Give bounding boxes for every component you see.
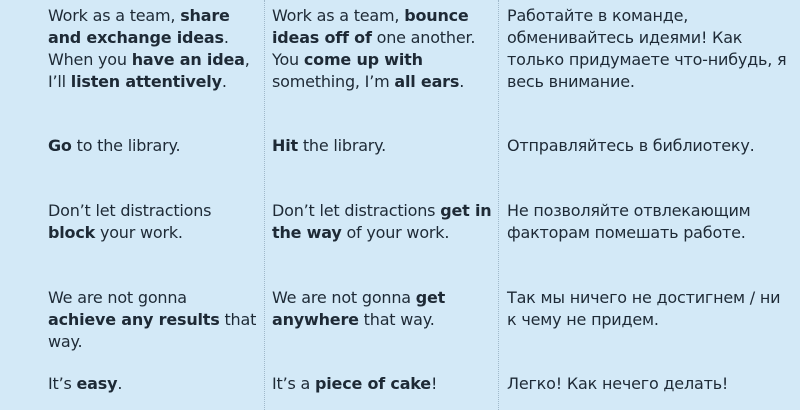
phrase-text: to the library. — [71, 136, 181, 155]
phrase-text: We are not gonna — [272, 288, 416, 307]
phrase-text: that way. — [48, 310, 257, 351]
cell-en-idiom: Hit the library. — [272, 135, 494, 157]
cell-en-idiom: We are not gonna get anywhere that way. — [272, 287, 494, 331]
highlighted-phrase: Hit — [272, 136, 298, 155]
phrase-text: Легко! Как нечего делать! — [507, 374, 729, 393]
cell-en-neutral: It’s easy. — [48, 373, 258, 395]
phrase-text: , I’ll — [48, 50, 250, 91]
phrase-text: ! — [430, 374, 438, 393]
phrase-text: . — [221, 72, 227, 91]
phrase-text: . When you — [48, 28, 229, 69]
phrase-text: Don’t let distractions — [48, 201, 212, 220]
phrase-text: It’s a — [272, 374, 315, 393]
cell-ru: Работайте в команде, обменивайтесь идеям… — [507, 5, 792, 93]
cell-en-neutral: Work as a team, share and exchange ideas… — [48, 5, 258, 93]
column-divider — [498, 0, 499, 410]
phrase-text: of your work. — [341, 223, 450, 242]
highlighted-phrase: all ears — [394, 72, 460, 91]
phrase-text: Work as a team, — [272, 6, 405, 25]
phrase-text: Не позволяйте отвлекающим факторам помеш… — [507, 201, 751, 242]
phrase-text: one another. You — [272, 28, 476, 69]
highlighted-phrase: share and exchange ideas — [48, 6, 230, 47]
cell-en-idiom: It’s a piece of cake! — [272, 373, 494, 395]
phrase-text: . — [459, 72, 465, 91]
highlighted-phrase: block — [48, 223, 96, 242]
highlighted-phrase: Go — [48, 136, 72, 155]
highlighted-phrase: listen attentively — [70, 72, 222, 91]
highlighted-phrase: easy — [76, 374, 118, 393]
cell-en-neutral: Go to the library. — [48, 135, 258, 157]
highlighted-phrase: get anywhere — [272, 288, 446, 329]
phrase-text: . — [117, 374, 123, 393]
cell-ru: Отправляйтесь в библиотеку. — [507, 135, 792, 157]
cell-ru: Легко! Как нечего делать! — [507, 373, 792, 395]
phrase-text: something, I’m — [272, 72, 395, 91]
phrase-text: your work. — [95, 223, 183, 242]
highlighted-phrase: come up with — [303, 50, 423, 69]
cell-ru: Так мы ничего не достигнем / ни к чему н… — [507, 287, 792, 331]
column-divider — [264, 0, 265, 410]
highlighted-phrase: have an idea — [131, 50, 245, 69]
cell-en-idiom: Work as a team, bounce ideas off of one … — [272, 5, 494, 93]
cell-en-neutral: We are not gonna achieve any results tha… — [48, 287, 258, 353]
phrase-text: Work as a team, — [48, 6, 181, 25]
phrase-text: the library. — [297, 136, 387, 155]
highlighted-phrase: achieve any results — [48, 310, 220, 329]
phrase-text: Так мы ничего не достигнем / ни к чему н… — [507, 288, 781, 329]
highlighted-phrase: piece of cake — [315, 374, 431, 393]
cell-en-neutral: Don’t let distractions block your work. — [48, 200, 258, 244]
phrase-text: We are not gonna — [48, 288, 187, 307]
highlighted-phrase: get in the way — [272, 201, 492, 242]
highlighted-phrase: bounce ideas off of — [272, 6, 469, 47]
phrase-text: that way. — [358, 310, 435, 329]
cell-ru: Не позволяйте отвлекающим факторам помеш… — [507, 200, 792, 244]
phrase-text: Отправляйтесь в библиотеку. — [507, 136, 755, 155]
cell-en-idiom: Don’t let distractions get in the way of… — [272, 200, 494, 244]
phrase-text: It’s — [48, 374, 77, 393]
phrase-text: Работайте в команде, обменивайтесь идеям… — [507, 6, 787, 91]
phrase-text: Don’t let distractions — [272, 201, 441, 220]
